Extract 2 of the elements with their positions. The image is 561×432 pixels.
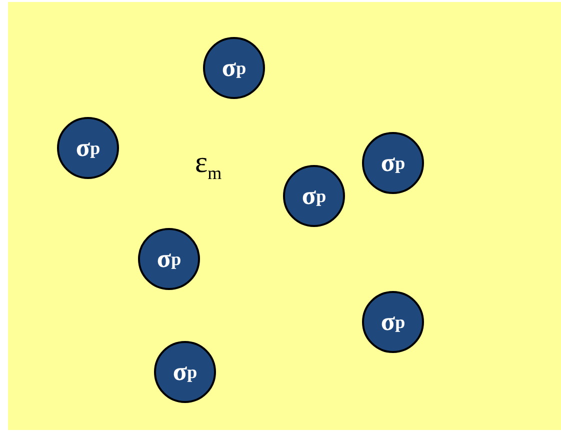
symbol-label: ε$_{m}$ [195, 148, 222, 182]
medium-background [8, 2, 561, 430]
